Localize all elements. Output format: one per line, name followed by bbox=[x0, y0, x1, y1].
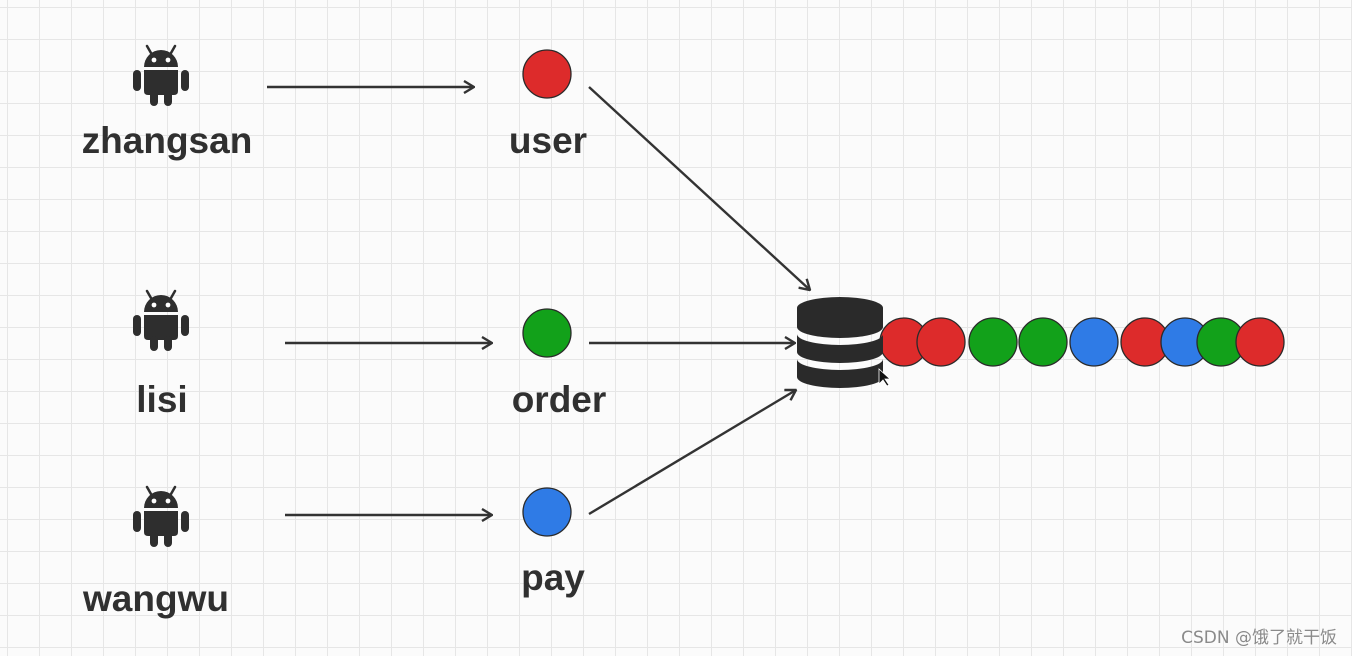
topic-label-pay: pay bbox=[521, 557, 585, 598]
android-icon bbox=[131, 44, 191, 108]
client-zhangsan: zhangsan bbox=[82, 44, 253, 161]
database-icon bbox=[797, 297, 883, 395]
topic-label-order: order bbox=[512, 379, 607, 420]
client-label-lisi: lisi bbox=[136, 379, 187, 420]
watermark: CSDN @饿了就干饭 bbox=[1181, 628, 1337, 648]
arrow-pay-to-storage bbox=[588, 390, 796, 516]
client-label-zhangsan: zhangsan bbox=[82, 120, 253, 161]
topic-dot-user bbox=[522, 49, 572, 99]
client-wangwu: wangwu bbox=[82, 485, 229, 619]
topic-dot-pay bbox=[522, 487, 572, 537]
topic-pay: pay bbox=[521, 487, 585, 598]
client-lisi: lisi bbox=[131, 289, 191, 420]
client-label-wangwu: wangwu bbox=[82, 578, 229, 619]
topic-order: order bbox=[512, 308, 607, 420]
mouse-cursor-icon bbox=[878, 368, 892, 387]
queue-message bbox=[916, 317, 966, 367]
android-icon bbox=[131, 289, 191, 353]
queue-message bbox=[968, 317, 1018, 367]
queue-message bbox=[1069, 317, 1119, 367]
android-icon bbox=[131, 485, 191, 549]
queue-message bbox=[1235, 317, 1285, 367]
topic-dot-order bbox=[522, 308, 572, 358]
arrow-user-to-storage bbox=[588, 86, 810, 290]
topic-label-user: user bbox=[509, 120, 587, 161]
message-queue bbox=[879, 317, 1285, 367]
queue-message bbox=[1018, 317, 1068, 367]
topic-user: user bbox=[509, 49, 587, 161]
